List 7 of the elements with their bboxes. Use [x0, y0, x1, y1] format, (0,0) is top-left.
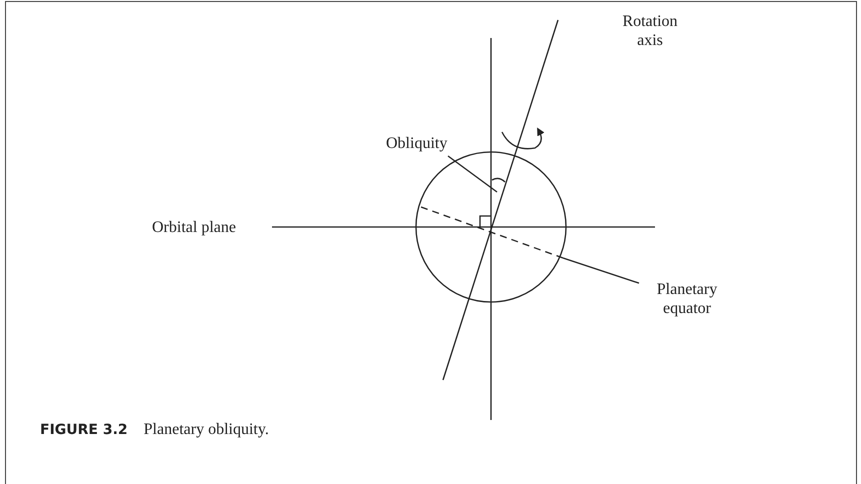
part-label: Planetary equator — [642, 280, 732, 318]
part-label: Orbital plane — [152, 218, 272, 237]
part-label: Obliquity — [386, 134, 476, 153]
leader-line — [448, 155, 498, 193]
leader-line — [562, 257, 640, 284]
part-label: Rotation axis — [620, 12, 680, 50]
figure-caption: FIGURE 3.2 Planetary obliquity. — [40, 421, 269, 439]
